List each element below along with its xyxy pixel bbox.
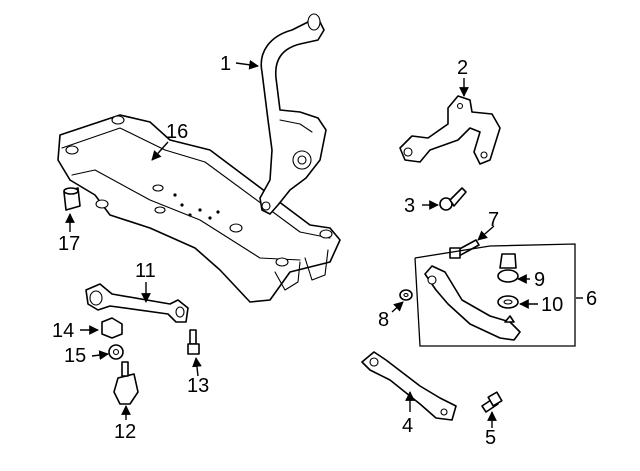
callout-3: 3 (404, 195, 415, 217)
callout-12: 12 (114, 421, 136, 443)
bolt-3-part (439, 187, 467, 211)
washer-15-part (108, 344, 124, 360)
nut-14-part (101, 317, 123, 339)
crossmember-part (57, 114, 341, 303)
callout-14: 14 (52, 320, 74, 342)
callout-16: 16 (166, 121, 188, 143)
callout-17: 17 (58, 233, 80, 255)
callout-2: 2 (457, 57, 468, 79)
leader-lines (65, 59, 583, 428)
upper-arm-part (399, 95, 501, 165)
knuckle-part (259, 13, 327, 215)
callout-4: 4 (402, 415, 413, 437)
callout-11: 11 (135, 260, 156, 282)
callout-9: 9 (534, 269, 545, 291)
washer-8-part (399, 289, 413, 301)
callout-15: 15 (64, 345, 86, 367)
callout-8: 8 (378, 309, 389, 331)
callout-1: 1 (220, 53, 231, 75)
callout-7: 7 (488, 209, 499, 231)
callout-6: 6 (586, 288, 597, 310)
bolt-13-part (187, 329, 200, 355)
trailing-link-part (361, 351, 457, 421)
lateral-link-part (85, 283, 189, 323)
bolt-5-part (481, 391, 503, 413)
callout-10: 10 (541, 294, 563, 316)
lower-arm-assembly-part (414, 243, 576, 347)
bushing-17-part (63, 187, 81, 211)
bushing-12-part (113, 361, 139, 405)
callout-5: 5 (485, 427, 496, 449)
callout-13: 13 (187, 375, 209, 397)
bolt-7-part (449, 239, 480, 259)
